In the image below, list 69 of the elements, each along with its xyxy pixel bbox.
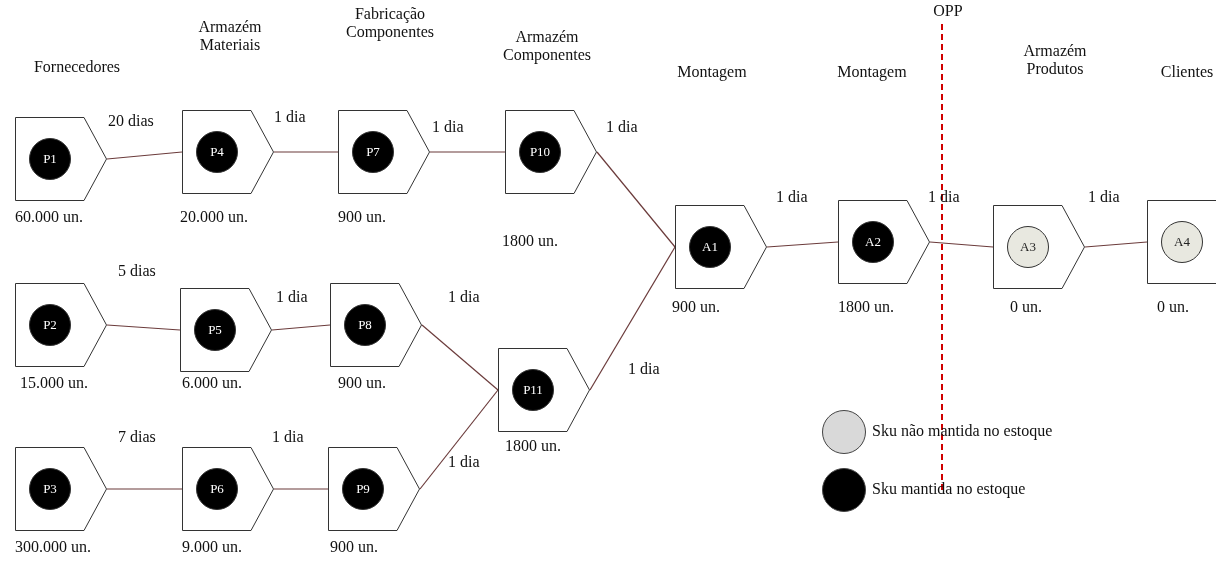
process-pentagon [180,288,272,372]
edge-label: 1 dia [272,428,304,446]
column-heading: Fornecedores [32,58,122,77]
quantity-label: 300.000 un. [15,538,91,556]
process-pentagon [993,205,1085,289]
legend-text: Sku mantida no estoque [872,480,1026,498]
connector-line [596,151,676,248]
quantity-label: 20.000 un. [180,208,248,226]
connector-line [429,151,506,153]
connector-line [271,324,331,331]
process-pentagon [15,283,107,367]
connector-line [273,488,329,490]
column-heading: Montagem [676,63,748,82]
edge-label: 1 dia [276,288,308,306]
edge-label: 1 dia [274,108,306,126]
process-pentagon [182,447,274,531]
quantity-label: 900 un. [338,374,386,392]
connector-line [766,241,839,248]
quantity-label: 9.000 un. [182,538,242,556]
column-heading: Clientes [1159,63,1215,82]
quantity-label: 0 un. [1157,298,1189,316]
connector-line [421,324,499,391]
process-pentagon [182,110,274,194]
edge-label: 1 dia [1088,188,1120,206]
quantity-label: 1800 un. [838,298,894,316]
process-pentagon [675,205,767,289]
connector-line [1084,241,1148,248]
quantity-label: 1800 un. [505,437,561,455]
process-pentagon [330,283,422,367]
column-heading: Fabricação Componentes [345,5,435,42]
quantity-label: 15.000 un. [20,374,88,392]
quantity-label: 900 un. [338,208,386,226]
process-pentagon [838,200,930,284]
edge-label: 7 dias [118,428,156,446]
process-pentagon [338,110,430,194]
edge-label: 20 dias [108,112,154,130]
legend-text: Sku não mantida no estoque [872,422,1053,440]
edge-label: 1 dia [606,118,638,136]
column-heading: Armazém Produtos [1022,42,1088,79]
process-pentagon [15,447,107,531]
connector-line [106,151,183,160]
edge-label: 1 dia [448,453,480,471]
connector-line [929,241,994,248]
quantity-label: 1800 un. [502,232,558,250]
quantity-label: 0 un. [1010,298,1042,316]
connector-line [273,151,339,153]
edge-label: 1 dia [628,360,660,378]
edge-label: 1 dia [776,188,808,206]
connector-line [106,324,181,331]
process-pentagon [1147,200,1216,284]
column-heading: Montagem [836,63,908,82]
connector-line [589,246,676,391]
column-heading: Armazém Componentes [502,28,592,65]
process-pentagon [498,348,590,432]
process-pentagon [328,447,420,531]
edge-label: 1 dia [928,188,960,206]
connector-line [419,389,499,490]
edge-label: 1 dia [448,288,480,306]
process-pentagon [15,117,107,201]
quantity-label: 6.000 un. [182,374,242,392]
quantity-label: 900 un. [330,538,378,556]
quantity-label: 900 un. [672,298,720,316]
edge-label: 5 dias [118,262,156,280]
connector-line [106,488,183,490]
edge-label: 1 dia [432,118,464,136]
column-heading: Armazém Materiais [197,18,263,55]
quantity-label: 60.000 un. [15,208,83,226]
column-heading: OPP [932,2,964,21]
process-pentagon [505,110,597,194]
